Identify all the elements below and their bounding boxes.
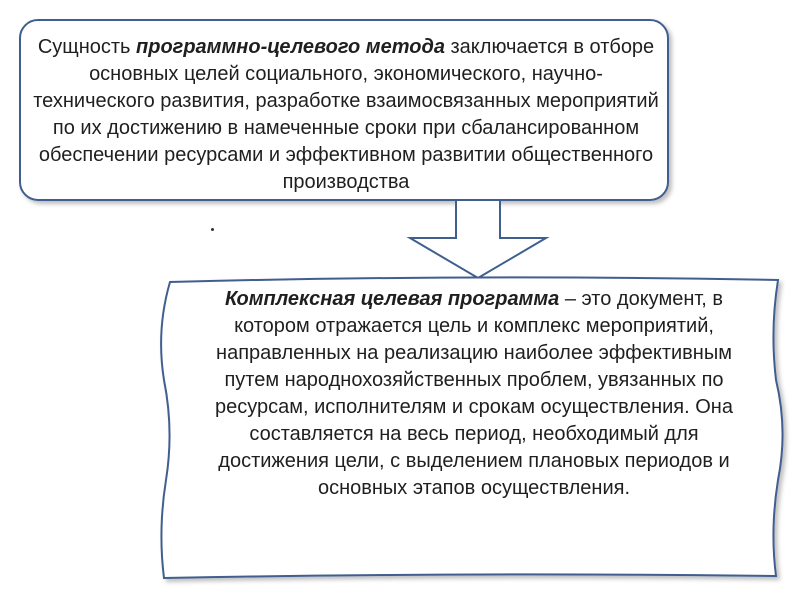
bottom-text-term: Комплексная целевая программа — [224, 288, 560, 310]
top-text-term: программно-целевого метода — [136, 36, 445, 58]
bottom-definition-box — [160, 276, 784, 580]
bottom-text-body: – это документ, в котором отражается цел… — [215, 288, 733, 499]
top-definition-text: Сущность программно-целевого метода закл… — [30, 34, 662, 196]
stray-dot — [211, 228, 214, 231]
top-text-prefix: Сущность — [37, 36, 137, 58]
top-definition-box — [19, 19, 669, 201]
top-text-body: заключается в отборе основных целей соци… — [33, 36, 659, 193]
bottom-definition-text: Комплексная целевая программа – это доку… — [200, 286, 748, 502]
down-arrow — [406, 199, 550, 280]
